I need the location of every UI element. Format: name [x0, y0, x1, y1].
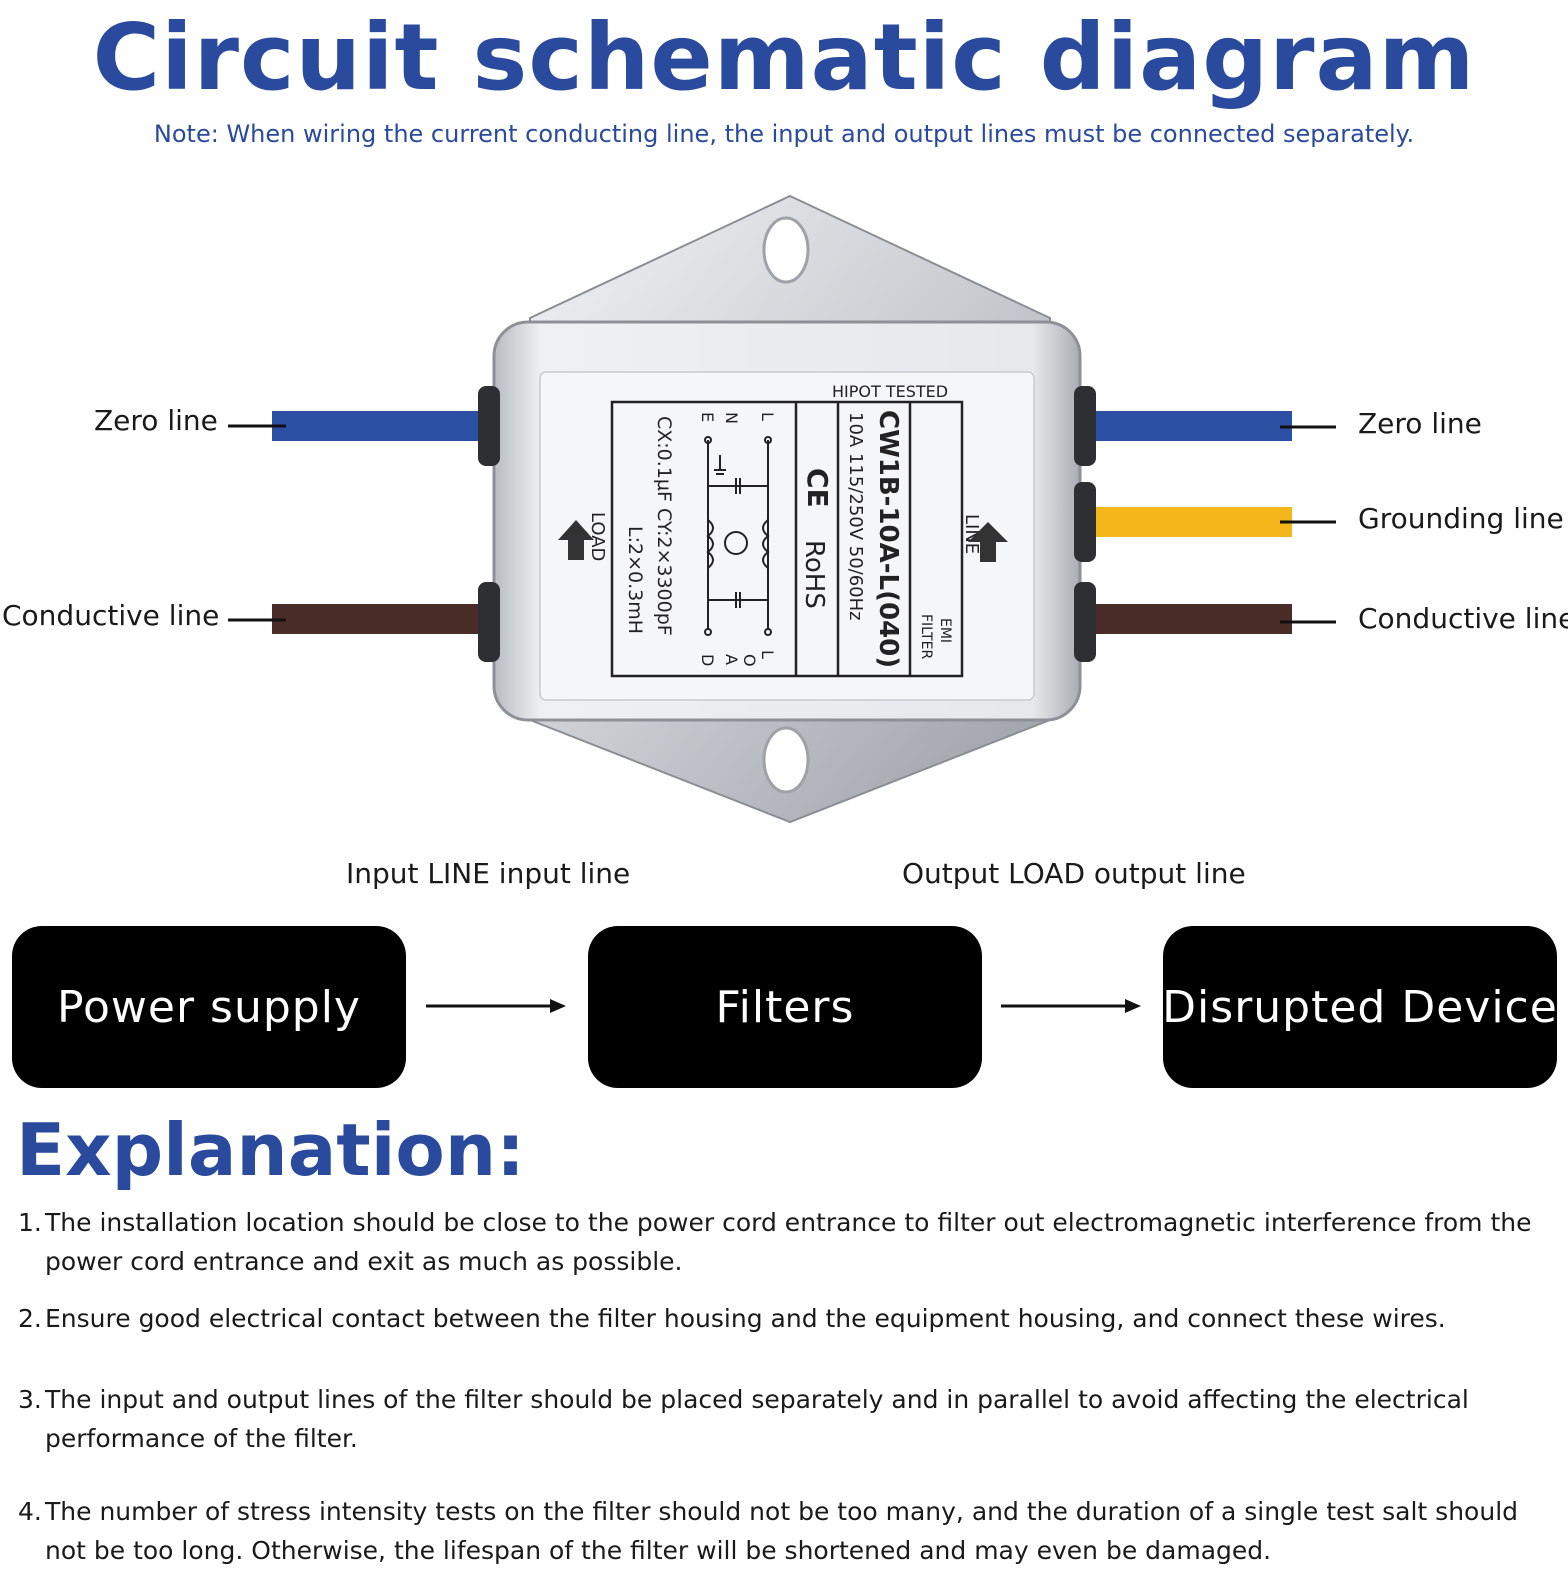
power-supply-text: Power supply	[57, 981, 361, 1033]
lne-letter-n: N	[722, 412, 741, 424]
hipot-text: HIPOT TESTED	[832, 382, 948, 401]
model-text: CW1B-10A-L(040)	[873, 410, 903, 668]
right-zero-wire	[1080, 411, 1292, 441]
explanation-text: The number of stress intensity tests on …	[45, 1497, 1519, 1565]
load-text: LOAD	[587, 512, 608, 561]
explanation-item-2: 2. Ensure good electrical contact betwee…	[18, 1299, 1558, 1338]
line-direction-arrow	[968, 522, 1008, 562]
load-letter-d: D	[698, 654, 717, 666]
emi-text: EMI	[937, 618, 953, 643]
explanation-number: 2.	[18, 1304, 42, 1333]
load-direction-arrow	[558, 520, 594, 560]
flow-arrow-2	[1001, 999, 1141, 1013]
left-zero-wire	[272, 411, 487, 441]
load-letter-l: L	[758, 650, 777, 659]
explanation-text: Ensure good electrical contact between t…	[45, 1304, 1446, 1333]
terminal-left-2	[478, 582, 500, 662]
page-title: Circuit schematic diagram	[92, 4, 1476, 111]
right-grounding-line-label: Grounding line	[1358, 502, 1564, 535]
explanation-item-4: 4. The number of stress intensity tests …	[18, 1492, 1558, 1570]
lne-letter-l: L	[758, 412, 777, 421]
input-line-label: Input LINE input line	[346, 857, 631, 890]
load-letter-o: O	[740, 654, 759, 667]
explanation-text: The installation location should be clos…	[45, 1208, 1532, 1276]
power-supply-box: Power supply	[12, 926, 406, 1088]
lne-letter-e: E	[698, 412, 717, 422]
left-conductive-line-label: Conductive line	[2, 599, 220, 632]
terminal-right-1	[1074, 386, 1096, 466]
rating-text: 10A 115/250V 50/60Hz	[845, 412, 866, 621]
explanation-item-1: 1. The installation location should be c…	[18, 1203, 1558, 1281]
filters-box: Filters	[588, 926, 982, 1088]
terminal-right-3	[1074, 582, 1096, 662]
wire-group	[228, 411, 1336, 634]
wiring-note: Note: When wiring the current conducting…	[153, 120, 1415, 148]
specs-text-2: L:2×0.3mH	[624, 526, 646, 634]
flow-arrow-1	[426, 999, 566, 1013]
emi-filter-figure: HIPOT TESTED CW1B-10A-L(040) 10A 115/250…	[0, 160, 1568, 850]
filters-text: Filters	[715, 981, 855, 1033]
right-conductive-line-label: Conductive line	[1358, 602, 1568, 635]
top-mounting-hole	[762, 216, 810, 284]
terminal-left-1	[478, 386, 500, 466]
specs-text-1: CX:0.1µF CY:2×3300pF	[653, 416, 675, 636]
left-zero-line-label: Zero line	[94, 404, 218, 437]
output-load-label: Output LOAD output line	[902, 857, 1246, 890]
explanation-item-3: 3. The input and output lines of the fil…	[18, 1380, 1558, 1458]
right-conductive-wire	[1080, 604, 1292, 634]
sticker-frame	[610, 400, 964, 678]
product-sticker	[539, 371, 1035, 701]
rohs-text: RoHS	[799, 540, 829, 609]
disrupted-device-box: Disrupted Device	[1162, 926, 1558, 1088]
mini-schematic	[704, 436, 772, 636]
explanation-number: 1.	[18, 1208, 42, 1237]
filter-text: FILTER	[918, 614, 934, 659]
line-text: LINE	[961, 514, 982, 554]
bottom-mounting-hole	[762, 726, 810, 794]
explanation-number: 3.	[18, 1385, 42, 1414]
terminal-right-2	[1074, 482, 1096, 562]
right-grounding-wire	[1080, 507, 1292, 537]
right-zero-line-label: Zero line	[1358, 407, 1482, 440]
left-conductive-wire	[272, 604, 487, 634]
explanation-number: 4.	[18, 1497, 42, 1526]
explanation-heading: Explanation:	[16, 1108, 525, 1192]
disrupted-device-text: Disrupted Device	[1162, 981, 1558, 1033]
ce-mark: CE	[801, 468, 834, 508]
emi-filter-illustration: HIPOT TESTED CW1B-10A-L(040) 10A 115/250…	[228, 194, 1336, 824]
load-letter-a: A	[722, 654, 741, 665]
explanation-text: The input and output lines of the filter…	[45, 1385, 1469, 1453]
